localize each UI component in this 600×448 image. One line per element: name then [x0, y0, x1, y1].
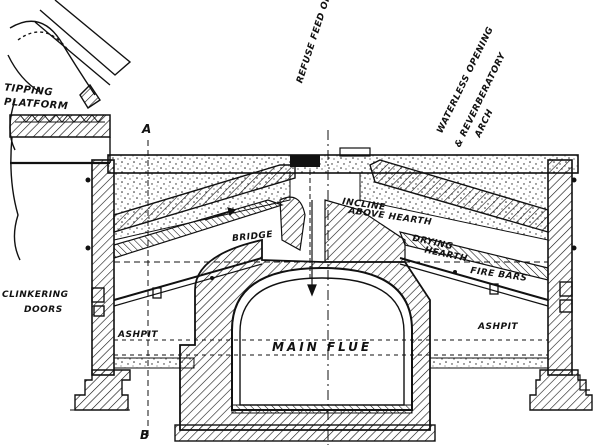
foundations [70, 357, 593, 442]
label-main-flue: MAIN FLUE [272, 340, 373, 354]
clinkering-doors [85, 177, 577, 317]
tipping-crane [7, 0, 132, 151]
right-edge-bracket [572, 374, 590, 391]
label-section-b: B [140, 428, 150, 442]
platform-wall [10, 136, 21, 261]
label-ashpit-left: ASHPIT [118, 330, 159, 340]
label-clinkering: CLINKERING [2, 290, 69, 300]
tipping-platform-truss [10, 114, 110, 123]
label-ashpit-right: ASHPIT [478, 322, 519, 332]
label-doors: DOORS [24, 305, 63, 315]
flow-arrows [204, 200, 317, 297]
main-flue-structure [179, 238, 431, 431]
label-section-a: A [142, 122, 152, 136]
section-lines [114, 130, 548, 445]
central-bridge [279, 147, 406, 263]
